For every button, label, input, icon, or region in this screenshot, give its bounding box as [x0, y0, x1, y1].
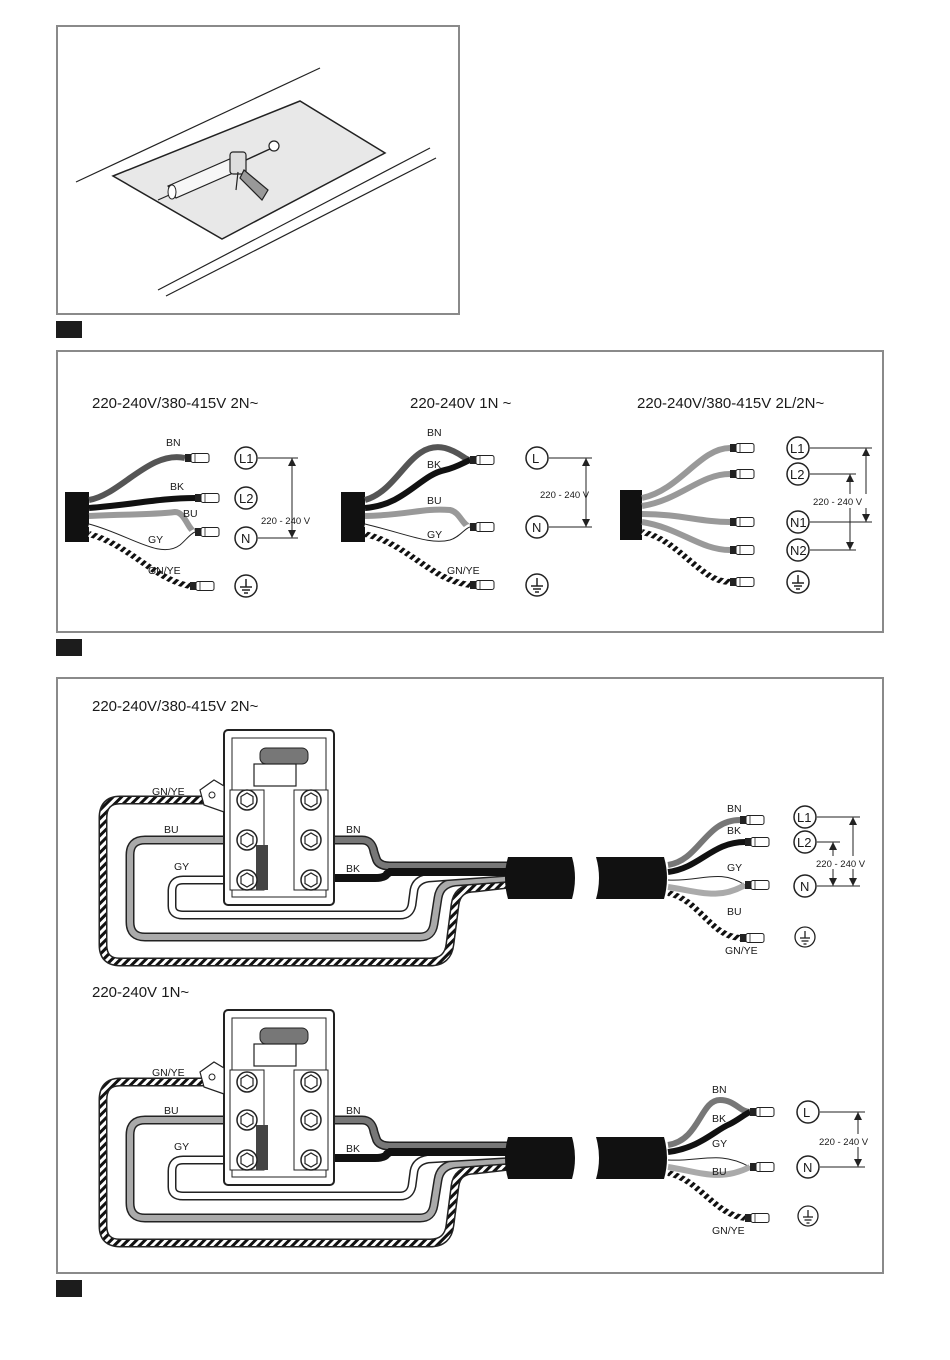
- voltage-label: 220 - 240 V: [540, 490, 590, 501]
- cable-sheath: [620, 490, 642, 540]
- earth-icon: [526, 574, 548, 596]
- terminal-n1: N1: [790, 515, 807, 530]
- tag-gy: GY: [174, 1141, 189, 1153]
- earth-icon: [795, 927, 815, 947]
- figure-marker: [56, 321, 82, 338]
- heading: 220-240V/380-415V 2L/2N~: [637, 395, 824, 412]
- terminal-l2: L2: [790, 467, 804, 482]
- cable-sheath: [505, 1137, 575, 1179]
- figure-marker: [56, 1280, 82, 1297]
- end-tag-gy: GY: [727, 862, 742, 874]
- end-tag-gnye: GN/YE: [725, 945, 758, 957]
- tag-bk: BK: [346, 1143, 360, 1155]
- cable-sheath: [65, 492, 89, 542]
- cable-sheath: [341, 492, 365, 542]
- tag-bu: BU: [183, 508, 198, 520]
- terminal-l2: L2: [797, 835, 811, 850]
- end-tag-gnye: GN/YE: [712, 1225, 745, 1237]
- terminal-l1: L1: [797, 810, 811, 825]
- terminal-n: N: [532, 520, 541, 535]
- tag-gy: GY: [174, 861, 189, 873]
- tag-bk: BK: [170, 481, 184, 493]
- terminal-n: N: [241, 531, 250, 546]
- tag-bu: BU: [164, 1105, 179, 1117]
- terminal-l2: L2: [239, 491, 253, 506]
- tag-bu: BU: [427, 495, 442, 507]
- tag-gy: GY: [427, 529, 442, 541]
- heading: 220-240V 1N~: [92, 984, 189, 1001]
- cable-sheath: [596, 1137, 667, 1179]
- voltage-label: 220 - 240 V: [813, 497, 863, 508]
- terminal-l: L: [532, 451, 539, 466]
- earth-icon: [787, 571, 809, 593]
- panel-sealant: [57, 26, 459, 314]
- terminal-l1: L1: [239, 451, 253, 466]
- tag-bn: BN: [427, 427, 442, 439]
- earth-icon: [235, 575, 257, 597]
- heading: 220-240V/380-415V 2N~: [92, 395, 259, 412]
- voltage-label: 220 - 240 V: [261, 516, 311, 527]
- panel-terminal-wiring: [57, 678, 883, 1273]
- tag-bk: BK: [346, 863, 360, 875]
- end-tag-gy: GY: [712, 1138, 727, 1150]
- voltage-label: 220 - 240 V: [816, 859, 866, 870]
- end-tag-bu: BU: [727, 906, 742, 918]
- end-tag-bk: BK: [712, 1113, 726, 1125]
- terminal-l1: L1: [790, 441, 804, 456]
- tag-gnye: GN/YE: [447, 565, 480, 577]
- end-tag-bk: BK: [727, 825, 741, 837]
- figure-marker: [56, 639, 82, 656]
- tag-bk: BK: [427, 459, 441, 471]
- tag-gnye: GN/YE: [152, 786, 185, 798]
- heading: 220-240V 1N ~: [410, 395, 512, 412]
- end-tag-bn: BN: [712, 1084, 727, 1096]
- earth-icon: [798, 1206, 818, 1226]
- tag-gnye: GN/YE: [152, 1067, 185, 1079]
- tag-bn: BN: [166, 437, 181, 449]
- tag-bn: BN: [346, 824, 361, 836]
- terminal-n: N: [800, 879, 809, 894]
- cable-sheath: [596, 857, 667, 899]
- terminal-n: N: [803, 1160, 812, 1175]
- heading: 220-240V/380-415V 2N~: [92, 698, 259, 715]
- tag-bu: BU: [164, 824, 179, 836]
- end-tag-bn: BN: [727, 803, 742, 815]
- end-tag-bu: BU: [712, 1166, 727, 1178]
- tag-gy: GY: [148, 534, 163, 546]
- voltage-label: 220 - 240 V: [819, 1137, 869, 1148]
- terminal-n2: N2: [790, 543, 807, 558]
- terminal-l: L: [803, 1105, 810, 1120]
- tag-gnye: GN/YE: [148, 565, 181, 577]
- tag-bn: BN: [346, 1105, 361, 1117]
- cable-sheath: [505, 857, 575, 899]
